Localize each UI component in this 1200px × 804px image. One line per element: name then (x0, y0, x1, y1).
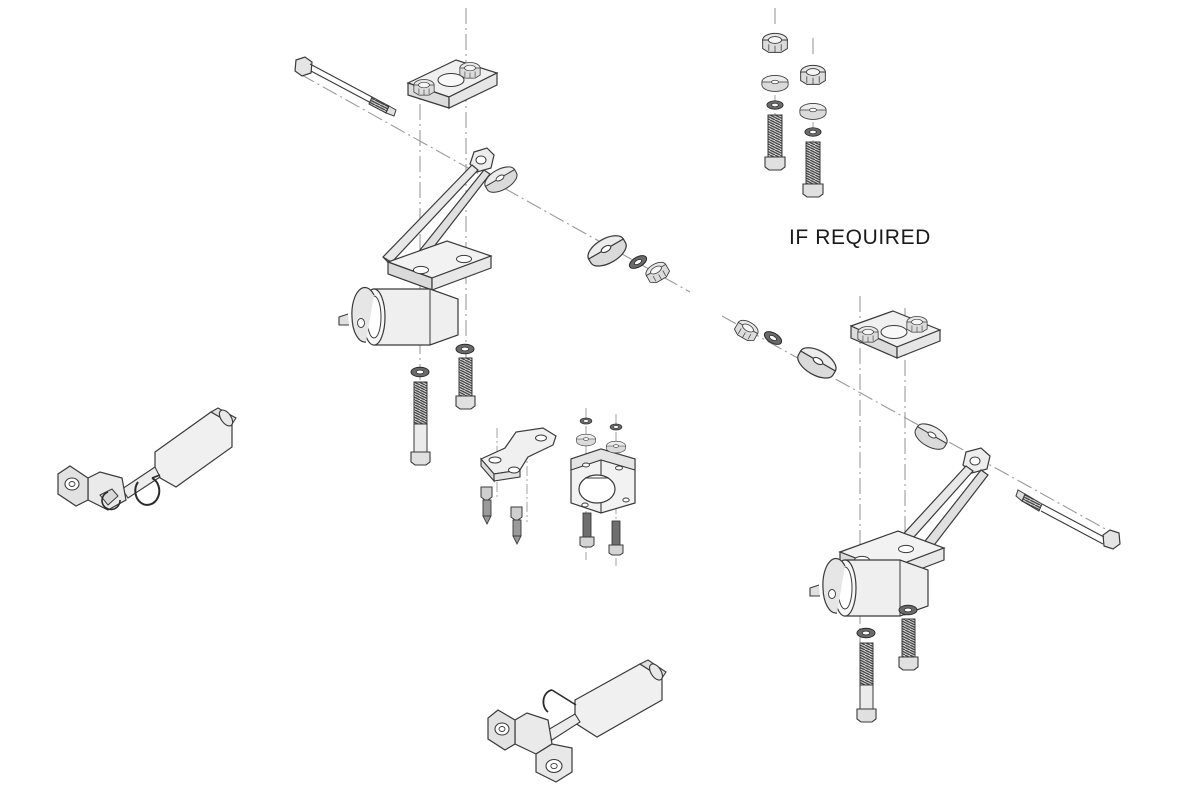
hex-bolt-center-right (608, 520, 624, 556)
gas-strut-upper-left (57, 407, 237, 511)
long-hex-bolt (294, 56, 397, 117)
self-tapping-screw-right (510, 506, 523, 546)
hex-bolt-center-left (579, 512, 595, 548)
tube-clamp-socket (338, 286, 459, 346)
triangular-support-bracket-mirrored (838, 447, 991, 584)
self-tapping-screw-left (480, 486, 493, 526)
hex-bolt-base-left (410, 366, 431, 466)
optional-fastener-stack-a (761, 32, 789, 171)
hex-bolt-base-right (455, 343, 476, 410)
hex-bolt-base-left-mirrored (856, 627, 877, 723)
long-hex-bolt-mirrored (1015, 489, 1121, 550)
gas-strut-lower-center (487, 659, 667, 783)
if-required-note: IF REQUIRED (789, 226, 931, 249)
triangular-support-bracket (382, 147, 495, 291)
backing-plate-with-nuts-mirrored (849, 310, 942, 359)
optional-fastener-stack-b (799, 64, 827, 198)
tube-clamp-socket-mirrored (809, 557, 929, 617)
hex-bolt-base-right-mirrored (898, 604, 919, 671)
backing-plate-with-nuts (406, 59, 499, 109)
retaining-clip-upper-left (134, 474, 161, 506)
flat-strap-bracket (480, 427, 557, 483)
angle-bracket-with-bore (570, 448, 636, 514)
